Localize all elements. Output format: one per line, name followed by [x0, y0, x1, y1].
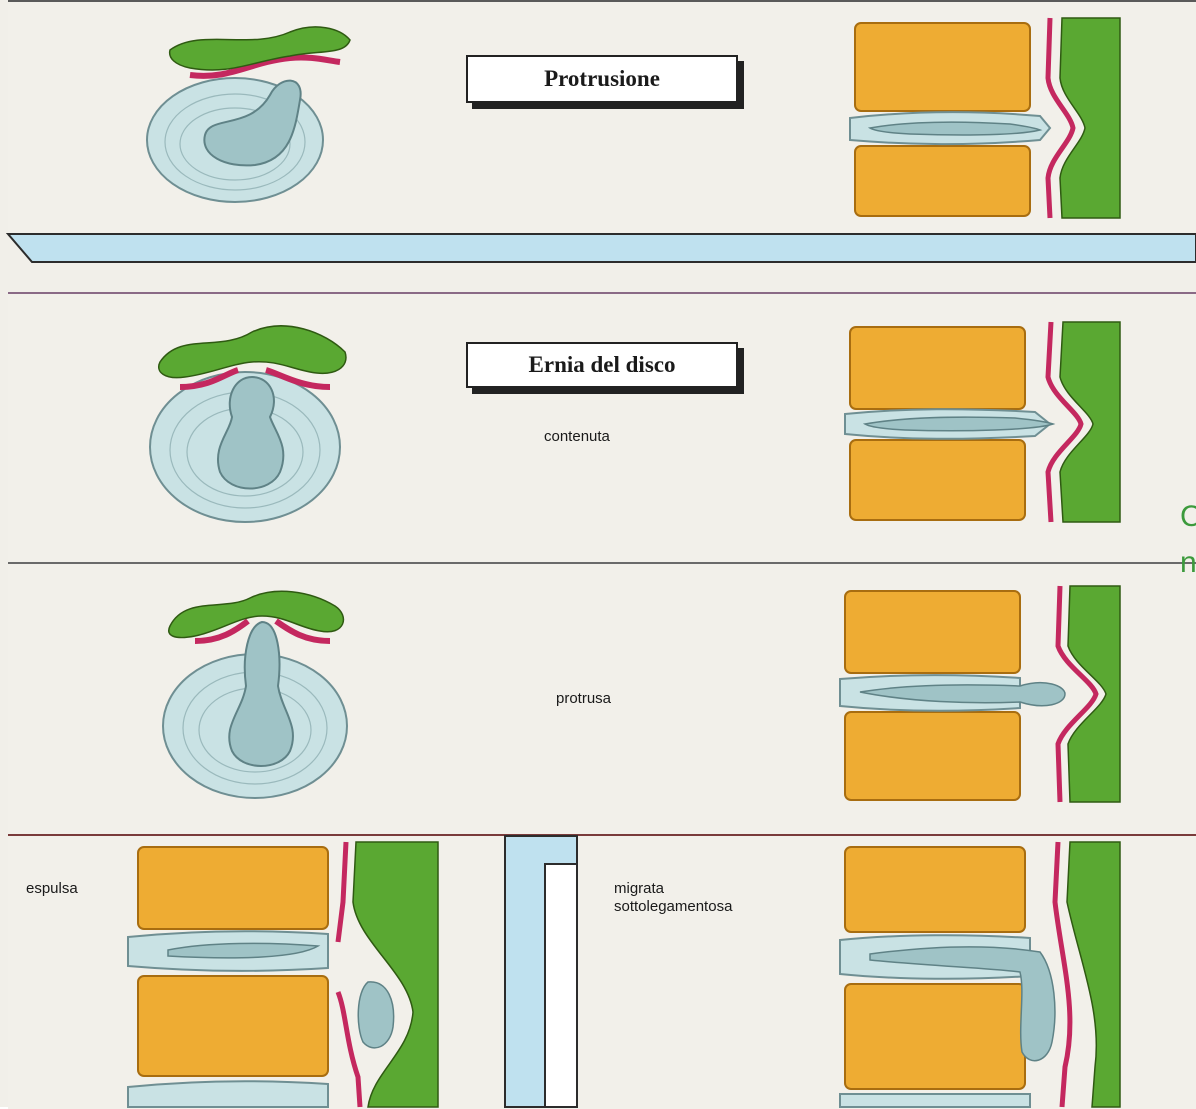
herniation-title: Ernia del disco [466, 342, 738, 388]
side-note-line-1: C [1180, 500, 1196, 534]
protrusion-title: Protrusione [466, 55, 738, 103]
sagittal-spine-protrusion [850, 18, 1120, 218]
axial-disc-protrusion [140, 20, 360, 220]
side-note-line-2: n [1180, 546, 1196, 580]
sagittal-spine-protruded [840, 586, 1120, 802]
label-contained: contenuta [544, 428, 610, 446]
label-migrated: migrata sottolegamentosa [614, 880, 732, 916]
axial-disc-contained [140, 322, 360, 532]
sagittal-spine-expelled [128, 842, 438, 1107]
label-protruded: protrusa [556, 690, 611, 708]
panel-divider-bar [505, 836, 577, 1107]
axial-disc-protruded [150, 586, 370, 806]
sagittal-spine-migrated [840, 842, 1120, 1107]
divider-shelf [8, 234, 1196, 262]
sagittal-spine-contained [845, 322, 1120, 522]
label-expelled: espulsa [26, 880, 78, 898]
